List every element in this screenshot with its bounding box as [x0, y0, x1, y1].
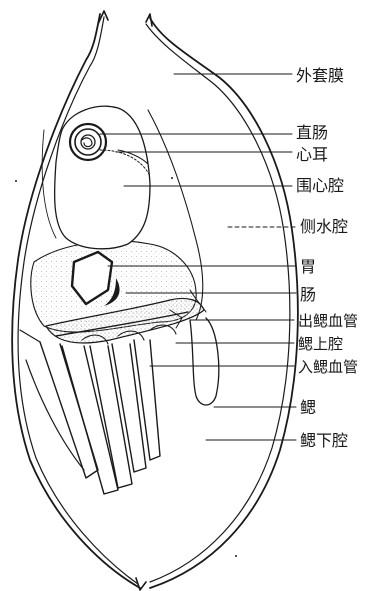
label-gill: 鳃	[300, 399, 316, 417]
label-mantle: 外套膜	[296, 67, 344, 85]
label-intestine: 肠	[300, 286, 316, 304]
label-stomach: 胃	[300, 258, 316, 276]
speckle	[171, 177, 173, 179]
label-rectum: 直肠	[296, 124, 328, 142]
speckle	[235, 555, 237, 557]
speckle	[15, 180, 17, 182]
label-pericardial-cavity: 围心腔	[296, 177, 344, 195]
pericardial-cavity	[42, 106, 150, 249]
label-efferent-branchial-vessel: 出鳃血管	[298, 312, 358, 330]
label-auricle: 心耳	[296, 146, 328, 164]
label-epibranchial-cavity: 鳃上腔	[298, 335, 343, 353]
label-hypobranchial-cavity: 鳃下腔	[300, 432, 348, 450]
label-afferent-branchial-vessel: 入鳃血管	[298, 358, 358, 376]
label-lateral-water-cavity: 侧水腔	[300, 218, 348, 236]
